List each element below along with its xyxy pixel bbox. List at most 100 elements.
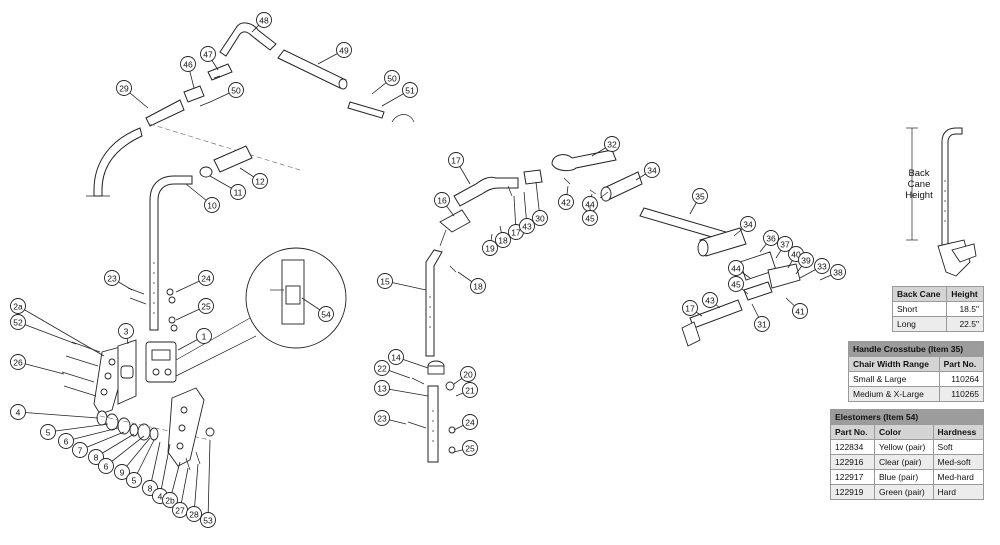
callout-14: 14	[388, 349, 429, 369]
callout-circle	[532, 210, 548, 226]
callout-48: 48	[251, 12, 272, 33]
callout-label: 47	[203, 50, 213, 60]
callout-circle	[374, 380, 390, 396]
callout-label: 32	[607, 140, 617, 150]
callout-50b: 50	[209, 82, 244, 103]
callout-circle	[58, 433, 74, 449]
table-title: Handle Crosstube (Item 35)	[848, 341, 984, 357]
callout-label: 38	[833, 268, 843, 278]
callout-33: 33	[799, 258, 830, 279]
callout-label: 15	[380, 277, 390, 287]
callout-circle	[88, 449, 104, 465]
callout-label: 4	[158, 492, 163, 502]
back-cane-height-label: Back Cane Height	[896, 168, 942, 201]
cell-hardness: Soft	[932, 439, 985, 455]
cell-name: Long	[891, 316, 948, 332]
callout-18b: 18	[457, 271, 486, 294]
callout-label: 46	[183, 60, 193, 70]
callout-39: 39	[795, 252, 814, 275]
callout-38: 38	[819, 264, 846, 281]
table-row: 122834 Yellow (pair) Soft	[830, 439, 985, 455]
callout-label: 24	[465, 418, 475, 428]
table-caption-row: Handle Crosstube (Item 35)	[848, 341, 984, 357]
callout-17c: 17	[682, 300, 703, 317]
callout-45a: 45	[582, 206, 598, 226]
callout-label: 39	[801, 256, 811, 266]
col-height: Height	[946, 286, 984, 302]
callout-circle	[374, 410, 390, 426]
callout-2b: 2b	[162, 461, 181, 508]
callout-label: 17	[685, 304, 695, 314]
cell-part: 110264	[938, 371, 985, 387]
callout-label: 43	[522, 222, 532, 232]
callout-circle	[116, 80, 132, 96]
callout-circle	[180, 56, 196, 72]
callout-label: 50	[231, 86, 241, 96]
callout-label: 26	[13, 358, 23, 368]
callout-label: 53	[203, 516, 213, 526]
callout-leader	[65, 427, 119, 442]
callout-circle	[336, 42, 352, 58]
col-hardness: Hardness	[932, 424, 985, 440]
callout-54: 54	[301, 297, 334, 322]
callout-30: 30	[532, 181, 548, 226]
callout-29: 29	[116, 80, 149, 109]
callout-label: 7	[78, 446, 83, 456]
callout-label: 21	[465, 386, 475, 396]
cell-color: Clear (pair)	[873, 454, 934, 470]
callout-label: 4	[16, 408, 21, 418]
callout-circle	[740, 216, 756, 232]
callout-26: 26	[10, 354, 65, 375]
callout-25a: 25	[175, 298, 214, 321]
cell-value: 22.5"	[946, 316, 984, 332]
callout-circle	[462, 440, 478, 456]
callout-label: 1	[202, 332, 207, 342]
callout-label: 16	[437, 196, 447, 206]
table-header-row: Part No. Color Hardness	[830, 424, 985, 440]
callout-50a: 50	[371, 70, 400, 95]
callout-label: 41	[795, 307, 805, 317]
callout-leader	[47, 423, 109, 433]
callout-leader	[193, 463, 199, 515]
cell-part: 122916	[830, 454, 875, 470]
callout-4a: 4	[10, 404, 99, 420]
callout-47: 47	[200, 46, 219, 71]
callout-circle	[692, 188, 708, 204]
col-back-cane: Back Cane	[891, 286, 948, 302]
callout-circle	[728, 260, 744, 276]
callout-label: 24	[201, 274, 211, 284]
col-chair-width: Chair Width Range	[848, 356, 940, 372]
callout-45b: 45	[728, 276, 749, 295]
elastomers-table: Elestomers (Item 54) Part No. Color Hard…	[830, 409, 985, 500]
callout-23b: 23	[374, 410, 407, 426]
callout-circle	[558, 194, 574, 210]
callout-label: 34	[743, 220, 753, 230]
callout-37: 37	[775, 236, 793, 259]
cell-range: Medium & X-Large	[848, 386, 940, 402]
callout-label: 31	[757, 320, 767, 330]
cell-hardness: Med-hard	[932, 469, 985, 485]
callout-34b: 34	[733, 216, 756, 237]
callout-circle	[10, 404, 26, 420]
callout-circle	[162, 492, 178, 508]
callout-circle	[604, 136, 620, 152]
callout-20: 20	[453, 366, 476, 385]
callout-label: 44	[585, 200, 595, 210]
callout-27: 27	[172, 467, 189, 518]
callout-28: 28	[186, 463, 202, 522]
cell-part: 122834	[830, 439, 875, 455]
cell-color: Yellow (pair)	[873, 439, 934, 455]
callout-circle	[256, 12, 272, 28]
callout-circle	[228, 82, 244, 98]
cell-part: 122919	[830, 484, 875, 500]
callout-circle	[582, 210, 598, 226]
callout-label: 23	[107, 274, 117, 284]
callout-circle	[702, 292, 718, 308]
callout-circle	[777, 236, 793, 252]
callout-label: 44	[731, 264, 741, 274]
callout-leader	[17, 321, 77, 345]
callout-label: 12	[255, 177, 265, 187]
callout-11: 11	[209, 175, 246, 200]
callout-circle	[682, 300, 698, 316]
callout-label: 45	[731, 280, 741, 290]
